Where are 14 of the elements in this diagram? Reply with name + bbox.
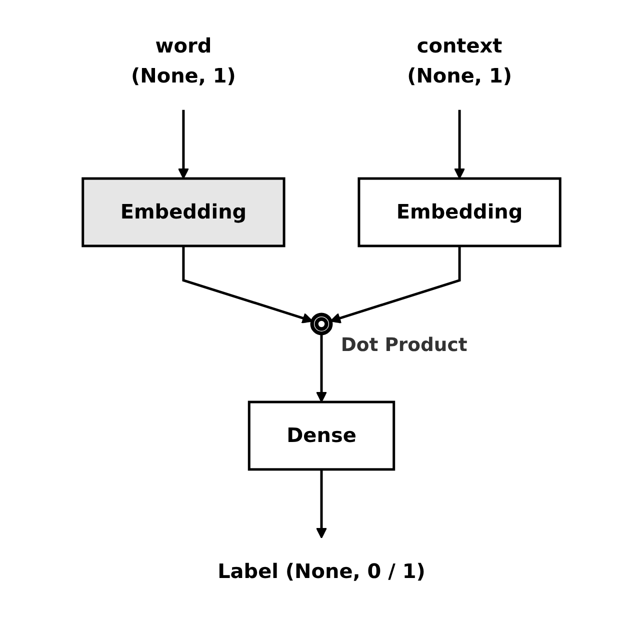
arrow <box>454 110 466 180</box>
text-label: Label (None, 0 / 1) <box>218 559 426 584</box>
arrow <box>316 469 327 539</box>
arrow <box>330 246 461 324</box>
text-label: context (None, 1) <box>407 34 512 88</box>
arrow <box>178 110 189 180</box>
layer-box: Dense <box>248 400 396 471</box>
arrow <box>316 333 327 402</box>
layer-box: Embedding <box>82 177 286 248</box>
text-label: word (None, 1) <box>131 34 236 88</box>
dot-product-node <box>310 312 333 336</box>
arrow <box>182 246 314 324</box>
layer-box: Embedding <box>358 177 562 248</box>
node-caption: Dot Product <box>340 334 468 356</box>
